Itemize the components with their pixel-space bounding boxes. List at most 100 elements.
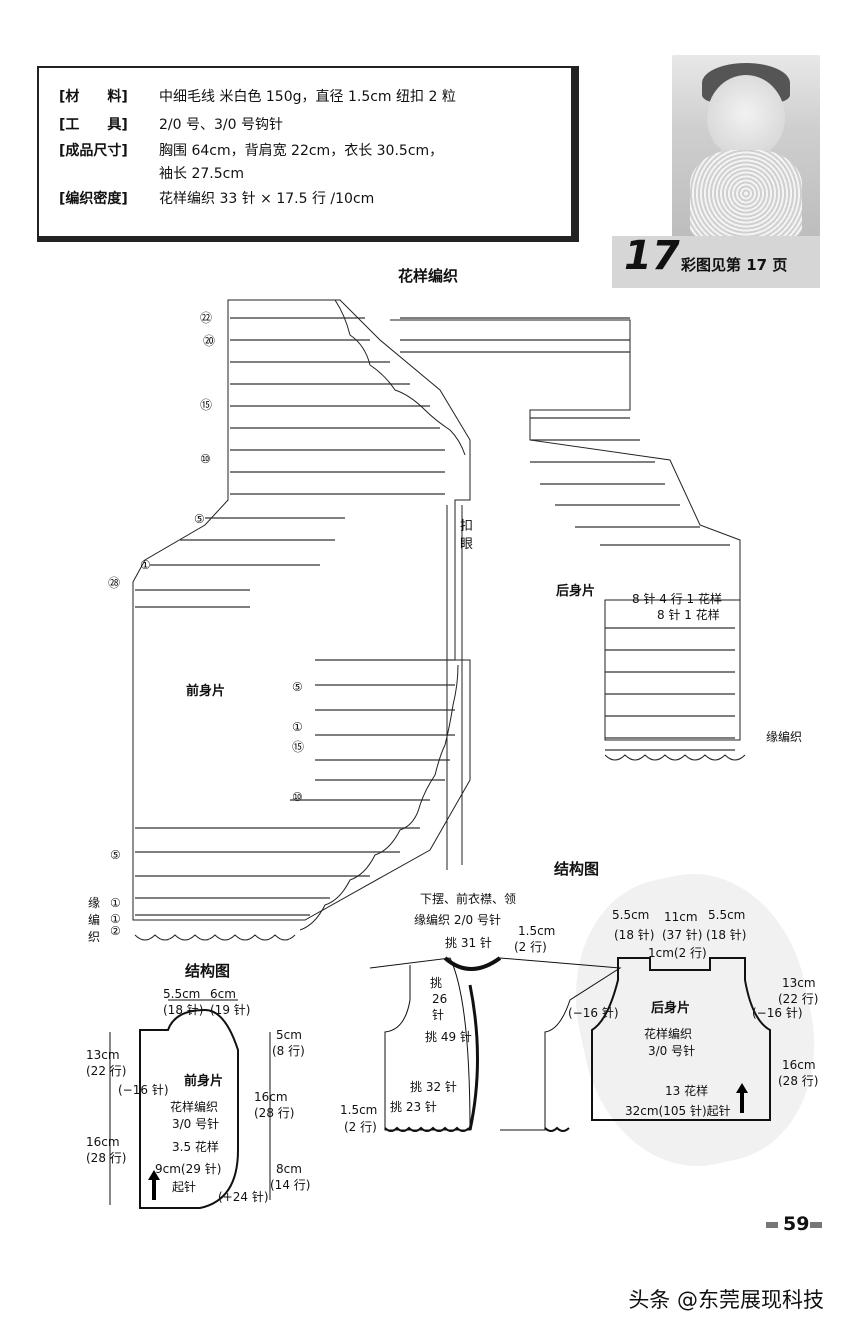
front-stitch-rows [135, 317, 455, 916]
back-w3-st: (18 针) [706, 928, 747, 942]
front-top-w2-st: (19 针) [210, 1003, 251, 1017]
front-left-h2-rows: (28 行) [86, 1151, 127, 1165]
assembly-diagram [369, 956, 622, 1132]
back-h1-rows: (22 行) [778, 992, 819, 1006]
page-number-decoration-left [766, 1222, 778, 1228]
back-stitch-rows [400, 317, 735, 751]
buttonhole-label: 扣眼 [460, 519, 474, 552]
edging-scallops [134, 299, 746, 941]
project-number: 17 [624, 233, 680, 279]
pattern-title: 花样编织 [398, 267, 459, 285]
front-edge-label-1: 缘 [88, 896, 101, 910]
pattern-diagram [109, 299, 771, 1209]
back-structure-start: 32cm(105 针)起针 [625, 1104, 731, 1118]
front-left-h1: 13cm [86, 1048, 120, 1062]
front-decrease: (−16 针) [118, 1083, 169, 1097]
row-marker: ⑤ [110, 848, 121, 862]
back-w3: 5.5cm [708, 908, 746, 922]
row-marker: ① [292, 720, 303, 734]
back-edge-label: 缘编织 [766, 730, 803, 744]
baby-photo [672, 55, 820, 237]
row-marker: ⑩ [292, 790, 303, 804]
size-row: [成品尺寸]胸围 64cm，背肩宽 22cm，衣长 30.5cm， [59, 143, 444, 159]
front-right-h2-rows: (28 行) [254, 1106, 295, 1120]
row-marker: ⑩ [200, 452, 211, 466]
back-h2: 16cm [782, 1058, 816, 1072]
row-marker: ㉘ [108, 576, 121, 590]
row-marker: ㉒ [200, 311, 213, 325]
back-piece-label: 后身片 [556, 584, 596, 599]
back-chart-outline [390, 319, 741, 741]
back-start-arrow [736, 1083, 748, 1113]
front-top-w2: 6cm [210, 987, 236, 1001]
color-reference: 彩图见第 17 页 [681, 256, 788, 274]
front-piece-label: 前身片 [186, 684, 226, 699]
front-chart-outline [132, 299, 471, 921]
materials-row: [材 料]中细毛线 米白色 150g，直径 1.5cm 纽扣 2 粒 [59, 89, 456, 105]
front-left-h2: 16cm [86, 1135, 120, 1149]
back-w2: 11cm [664, 910, 698, 924]
row-marker: ⑮ [200, 398, 213, 412]
front-structure-repeats: 3.5 花样 [172, 1140, 219, 1154]
assembly-pick-26: 挑 [430, 976, 443, 990]
front-structure-shape [139, 1008, 239, 1209]
front-structure-title: 结构图 [185, 962, 231, 980]
back-h1: 13cm [782, 976, 816, 990]
assembly-pick-26b: 26 [432, 992, 448, 1006]
gauge-row: [编织密度]花样编织 33 针 × 17.5 行 /10cm [59, 191, 375, 207]
assembly-sub2: 缘编织 2/0 号针 [414, 913, 501, 927]
front-edge-label-3: 织 [88, 930, 101, 944]
back-structure-repeats: 13 花样 [665, 1084, 709, 1098]
assembly-hem: 1.5cm [340, 1103, 378, 1117]
back-neck: 1cm(2 行) [648, 946, 707, 960]
front-right-h1-rows: (8 行) [272, 1044, 305, 1058]
front-increase: (+24 针) [218, 1190, 269, 1204]
assembly-pick-23: 挑 23 针 [390, 1100, 437, 1114]
front-left-h1-rows: (22 行) [86, 1064, 127, 1078]
back-repeat-2: 8 针 1 花样 [657, 608, 720, 622]
back-repeat-1: 8 针 4 行 1 花样 [632, 592, 722, 606]
row-marker: ① [110, 912, 121, 926]
front-structure-dims [109, 999, 271, 1205]
back-structure-name: 后身片 [651, 1001, 691, 1016]
back-w1-st: (18 针) [614, 928, 655, 942]
assembly-pick-31: 挑 31 针 [445, 936, 492, 950]
page-number: 59 [783, 1213, 810, 1235]
front-structure-hook: 3/0 号针 [172, 1117, 220, 1131]
row-marker: ① [140, 558, 151, 572]
front-right-h3: 8cm [276, 1162, 302, 1176]
photo-face [707, 75, 785, 160]
back-w1: 5.5cm [612, 908, 650, 922]
materials-box: [材 料]中细毛线 米白色 150g，直径 1.5cm 纽扣 2 粒 [工 具]… [37, 66, 579, 242]
front-structure-start2: 起针 [172, 1180, 197, 1194]
front-top-w1-st: (18 针) [163, 1003, 204, 1017]
row-marker: ⑮ [292, 740, 305, 754]
back-structure-pattern: 花样编织 [644, 1027, 693, 1041]
back-structure-hook: 3/0 号针 [648, 1044, 696, 1058]
front-structure-pattern: 花样编织 [170, 1100, 219, 1114]
row-marker: ① [110, 896, 121, 910]
assembly-sub1: 下摆、前衣襟、领 [420, 892, 517, 906]
assembly-pick-32: 挑 32 针 [410, 1080, 457, 1094]
front-structure-start: 9cm(29 针) [155, 1162, 222, 1176]
assembly-title: 结构图 [554, 860, 600, 878]
row-marker: ⑤ [292, 680, 303, 694]
assembly-pick-26c: 针 [432, 1008, 445, 1022]
back-w2-st: (37 针) [662, 928, 703, 942]
front-right-h2: 16cm [254, 1090, 288, 1104]
front-edge-label-2: 编 [88, 913, 101, 927]
caption-band [612, 236, 820, 288]
assembly-band-rows: (2 行) [514, 940, 547, 954]
front-top-w1: 5.5cm [163, 987, 201, 1001]
footer-watermark: 头条 @东莞展现科技 [628, 1288, 824, 1312]
photo-cardigan [690, 150, 802, 237]
row-marker: ⑳ [203, 334, 216, 348]
assembly-band: 1.5cm [518, 924, 556, 938]
front-right-h1: 5cm [276, 1028, 302, 1042]
size-row-cont: 袖长 27.5cm [159, 166, 244, 182]
assembly-hem-rows: (2 行) [344, 1120, 377, 1134]
back-structure-shape [591, 957, 771, 1121]
back-dec-left: (−16 针) [568, 1006, 619, 1020]
front-right-h3-rows: (14 行) [270, 1178, 311, 1192]
front-start-arrow [148, 1170, 160, 1200]
